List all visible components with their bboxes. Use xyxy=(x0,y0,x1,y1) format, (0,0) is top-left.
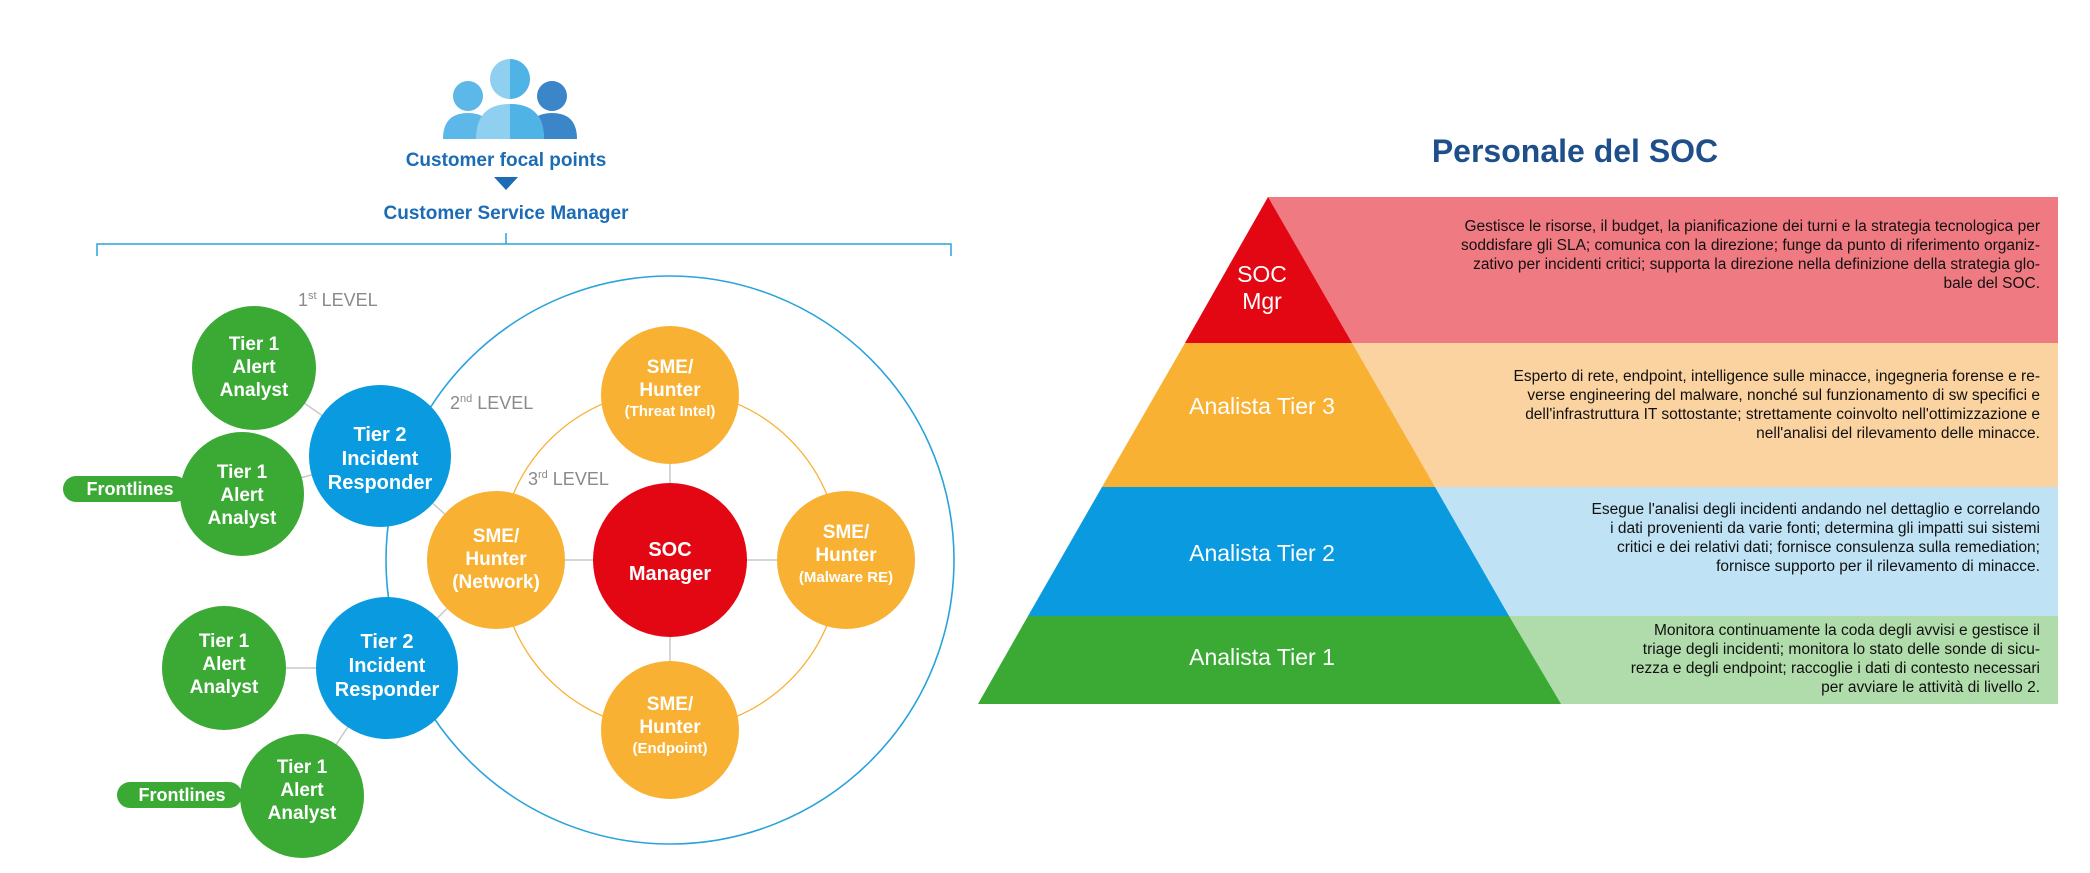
outer-ring xyxy=(385,275,955,845)
svg-text:SME/: SME/ xyxy=(647,694,694,715)
customer-focal-points: Customer focal points xyxy=(406,150,607,171)
customer-service-manager: Customer Service Manager xyxy=(384,203,630,224)
tier2-node-a: Tier 2 Incident Responder xyxy=(309,385,451,527)
sme-malware-re-node: SME/ Hunter (Malware RE) xyxy=(777,491,915,629)
svg-text:(Threat Intel): (Threat Intel) xyxy=(625,403,716,420)
pyramid-soc-mgr xyxy=(1185,197,1352,343)
svg-text:(Endpoint): (Endpoint) xyxy=(633,740,708,757)
tier-label-soc-mgr-2: Mgr xyxy=(1242,288,1282,314)
svg-text:Manager: Manager xyxy=(629,563,711,585)
svg-text:Analyst: Analyst xyxy=(268,803,337,824)
svg-text:SOC: SOC xyxy=(648,539,691,561)
svg-text:(Network): (Network) xyxy=(452,572,540,593)
svg-text:Alert: Alert xyxy=(232,357,276,378)
pyramid-tier2 xyxy=(1028,487,1509,616)
sme-threat-intel-node: SME/ Hunter (Threat Intel) xyxy=(601,326,739,464)
svg-text:Frontlines: Frontlines xyxy=(138,785,225,805)
svg-text:Tier 1: Tier 1 xyxy=(277,757,328,778)
svg-text:Alert: Alert xyxy=(202,654,246,675)
level-2-label: 2nd LEVEL xyxy=(450,393,533,413)
svg-text:Incident: Incident xyxy=(342,448,419,470)
svg-text:Tier 1: Tier 1 xyxy=(199,631,250,652)
tier1-node-b: Tier 1 Alert Analyst xyxy=(180,432,304,556)
svg-text:SME/: SME/ xyxy=(473,526,520,547)
frontlines-badge-1: Frontlines xyxy=(63,476,188,502)
svg-text:SME/: SME/ xyxy=(823,522,870,543)
svg-text:Alert: Alert xyxy=(280,780,324,801)
level-1-label: 1st LEVEL xyxy=(298,290,378,310)
svg-text:Hunter: Hunter xyxy=(639,380,701,401)
people-icon xyxy=(443,59,577,139)
svg-text:Alert: Alert xyxy=(220,485,264,506)
svg-text:Responder: Responder xyxy=(328,472,433,494)
band-tier3 xyxy=(1347,343,2058,487)
tier-label-tier2: Analista Tier 2 xyxy=(1189,540,1335,566)
svg-text:Analyst: Analyst xyxy=(190,677,259,698)
svg-text:Hunter: Hunter xyxy=(639,717,701,738)
tier1-node-c: Tier 1 Alert Analyst xyxy=(162,606,286,730)
svg-text:Tier 1: Tier 1 xyxy=(229,334,280,355)
desc-tier1: Monitora continuamente la coda degli avv… xyxy=(1630,622,2040,696)
desc-tier2: Esegue l'analisi degli incidenti andando… xyxy=(1591,501,2040,575)
svg-text:Incident: Incident xyxy=(349,655,426,677)
tier-label-soc-mgr: SOC xyxy=(1237,261,1287,287)
frontlines-badge-2: Frontlines xyxy=(117,782,242,808)
tier-label-tier1: Analista Tier 1 xyxy=(1189,644,1335,670)
pyramid-tier3 xyxy=(1102,343,1435,487)
svg-text:Frontlines: Frontlines xyxy=(86,479,173,499)
sme-network-node: SME/ Hunter (Network) xyxy=(427,491,565,629)
band-soc-mgr xyxy=(1268,197,2058,343)
tier-label-tier3: Analista Tier 3 xyxy=(1189,393,1335,419)
svg-text:Hunter: Hunter xyxy=(465,549,527,570)
tier1-node-a: Tier 1 Alert Analyst xyxy=(192,306,316,430)
band-tier1 xyxy=(1507,616,2058,704)
desc-soc-mgr: Gestisce le risorse, il budget, la piani… xyxy=(1461,218,2040,292)
svg-text:Tier 1: Tier 1 xyxy=(217,462,268,483)
svg-text:Analyst: Analyst xyxy=(208,508,277,529)
svg-text:SME/: SME/ xyxy=(647,357,694,378)
soc-manager-node: SOC Manager xyxy=(593,483,747,637)
pyramid-tier1 xyxy=(978,616,1561,704)
svg-text:Hunter: Hunter xyxy=(815,545,877,566)
svg-text:Responder: Responder xyxy=(335,679,440,701)
desc-tier3: Esperto di rete, endpoint, intelligence … xyxy=(1513,368,2040,442)
tier1-node-d: Tier 1 Alert Analyst xyxy=(240,734,364,858)
bracket xyxy=(96,233,952,256)
svg-text:Analyst: Analyst xyxy=(220,380,289,401)
level-3-label: 3rd LEVEL xyxy=(528,469,609,489)
sme-endpoint-node: SME/ Hunter (Endpoint) xyxy=(601,661,739,799)
down-arrow-icon xyxy=(494,177,518,190)
svg-text:Tier 2: Tier 2 xyxy=(354,424,407,446)
svg-text:Tier 2: Tier 2 xyxy=(361,631,414,653)
tier2-node-b: Tier 2 Incident Responder xyxy=(316,597,458,739)
pyramid-title: Personale del SOC xyxy=(1432,133,1718,169)
svg-text:(Malware RE): (Malware RE) xyxy=(799,569,893,586)
band-tier2 xyxy=(1420,487,2058,616)
